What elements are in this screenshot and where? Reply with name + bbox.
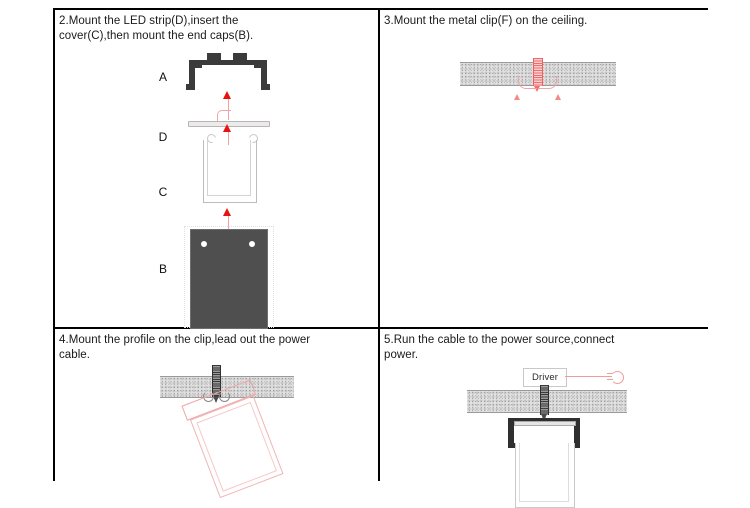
power-plug-pin-bottom: [607, 379, 613, 380]
power-plug-pin-top: [607, 373, 613, 374]
table-row-divider: [53, 327, 708, 329]
profile-lip-right: [254, 65, 261, 68]
end-cap-hole-left: [201, 241, 207, 247]
metal-clip-right: [219, 391, 230, 402]
assembly-arrow-1: [223, 91, 231, 99]
assembly-arrow-stem-2: [228, 131, 229, 145]
assembly-arrow-2: [223, 124, 231, 132]
panel-step-2: 2.Mount the LED strip(D),insert the cove…: [55, 10, 378, 329]
ceiling-surface: [160, 376, 294, 398]
assembly-arrow-stem-1: [228, 98, 229, 120]
part-label-a: A: [158, 70, 167, 84]
metal-clip-screw: [533, 58, 543, 86]
profile-tab-left: [207, 53, 221, 61]
profile-wall-right: [261, 60, 267, 90]
led-strip-wire: [217, 110, 231, 124]
profile-tab-right: [233, 53, 247, 61]
panel-step-3: 3.Mount the metal clip(F) on the ceiling…: [380, 10, 708, 327]
step-3-instruction-text: 3.Mount the metal clip(F) on the ceiling…: [384, 15, 588, 27]
profile-wall-left: [189, 60, 195, 90]
table-column-divider: [378, 8, 380, 481]
assembly-arrow-3: [223, 208, 231, 216]
driver-power-lead: [565, 376, 612, 377]
end-cap-hole-right: [249, 241, 255, 247]
mounting-screw: [212, 365, 221, 397]
profile-foot-right: [261, 84, 270, 90]
diffuser-cover-inner-line: [207, 140, 251, 196]
part-label-d: D: [158, 130, 168, 144]
profile-top-flange: [189, 60, 267, 65]
profile-foot-left: [186, 84, 195, 90]
part-label-b: B: [158, 262, 167, 276]
mounted-led-strip: [514, 421, 576, 426]
part-label-c: C: [158, 185, 168, 199]
step-5-instruction-text: 5.Run the cable to the power source,conn…: [384, 334, 615, 361]
mounting-screw-tip: [540, 414, 547, 421]
instruction-table: 2.Mount the LED strip(D),insert the cove…: [53, 8, 708, 508]
mounting-screw-tip: [212, 396, 219, 403]
metal-clip-leg-left: [518, 76, 537, 89]
mounted-profile-cavity: [514, 424, 574, 443]
table-border-left: [53, 8, 55, 481]
panel-step-5: 5.Run the cable to the power source,conn…: [380, 329, 708, 508]
instruction-sheet: 2.Mount the LED strip(D),insert the cove…: [53, 8, 708, 508]
metal-clip-left: [203, 391, 214, 402]
driver-label: Driver: [532, 372, 558, 383]
metal-clip-leg-right: [538, 76, 557, 89]
aluminum-profile-cross-section: [186, 50, 270, 90]
step-2-instruction-text: 2.Mount the LED strip(D),insert the cove…: [59, 15, 254, 42]
metal-clip-direction-arrow-left: [514, 94, 520, 100]
table-border-top: [53, 8, 708, 10]
end-cap: [190, 229, 268, 329]
metal-clip-screw-tip: [534, 86, 540, 92]
panel-step-4: 4.Mount the profile on the clip,lead out…: [55, 329, 378, 499]
metal-clip-direction-arrow-right: [555, 94, 561, 100]
profile-lip-left: [195, 65, 202, 68]
step-4-instruction-text: 4.Mount the profile on the clip,lead out…: [59, 334, 311, 361]
power-plug-icon: [611, 371, 624, 384]
mounting-screw: [540, 385, 549, 415]
diffuser-cover: [203, 140, 257, 203]
mounted-diffuser-cover-inner: [519, 443, 569, 502]
